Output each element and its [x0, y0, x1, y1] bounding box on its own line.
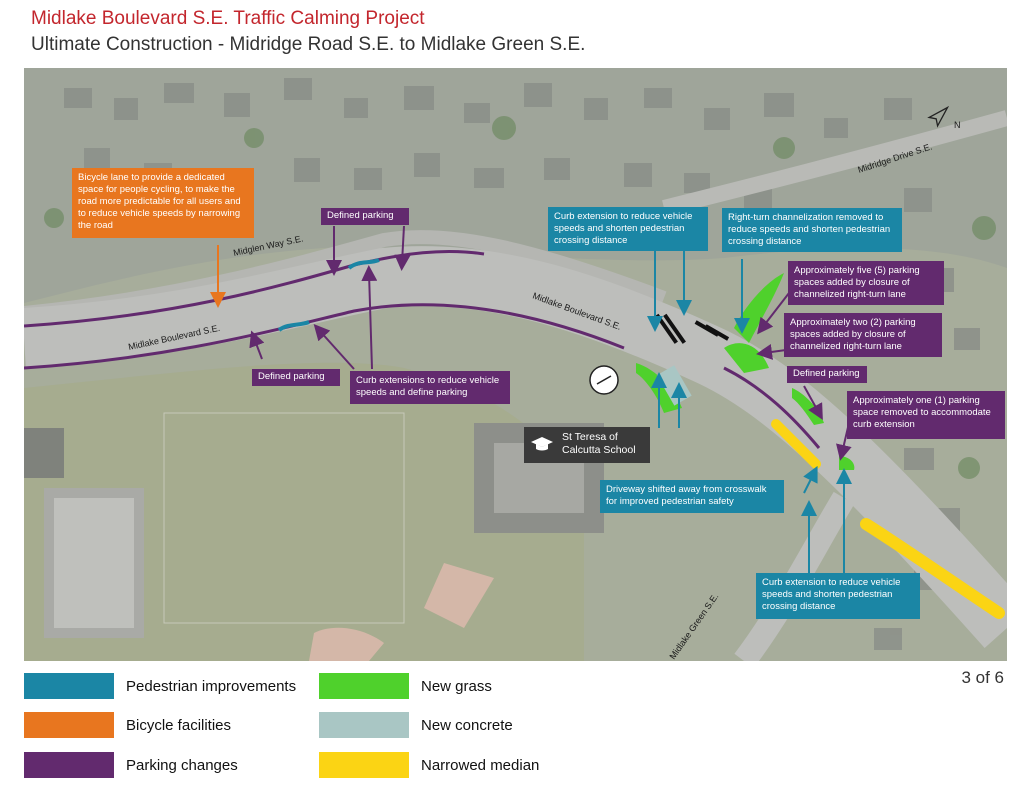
legend-label-concrete: New concrete: [421, 716, 513, 734]
callout-one-parking: Approximately one (1) parking space remo…: [847, 391, 1005, 439]
legend-label-bicycle: Bicycle facilities: [126, 716, 232, 734]
legend-median: Narrowed median: [319, 752, 539, 778]
legend-swatch-concrete: [319, 712, 409, 738]
callout-curb-ext-parking: Curb extensions to reduce vehicle speeds…: [350, 371, 510, 404]
school-label: St Teresa of Calcutta School: [562, 431, 636, 456]
aerial-map[interactable]: N Midglen Way S.E. Midlake Boulevard S.E…: [24, 68, 1007, 661]
legend-pedestrian: Pedestrian improvements: [24, 673, 296, 699]
legend-label-parking: Parking changes: [126, 756, 238, 774]
callout-defined-parking-right: Defined parking: [787, 366, 867, 383]
page-indicator: 3 of 6: [961, 668, 1004, 687]
legend-parking: Parking changes: [24, 752, 238, 778]
legend-label-median: Narrowed median: [421, 756, 540, 774]
legend-swatch-pedestrian: [24, 673, 114, 699]
legend-swatch-parking: [24, 752, 114, 778]
callout-five-parking: Approximately five (5) parking spaces ad…: [788, 261, 944, 305]
callout-bicycle-lane: Bicycle lane to provide a dedicated spac…: [72, 168, 254, 238]
legend-grass: New grass: [319, 673, 492, 699]
callout-curb-ext-ped-top: Curb extension to reduce vehicle speeds …: [548, 207, 708, 251]
legend-swatch-median: [319, 752, 409, 778]
legend-bicycle: Bicycle facilities: [24, 712, 231, 738]
legend-concrete: New concrete: [319, 712, 513, 738]
legend-label-grass: New grass: [421, 677, 492, 695]
callout-driveway: Driveway shifted away from crosswalk for…: [600, 480, 784, 513]
callout-defined-parking-left: Defined parking: [252, 369, 340, 386]
legend-swatch-bicycle: [24, 712, 114, 738]
page-subtitle: Ultimate Construction - Midridge Road S.…: [31, 34, 586, 55]
callout-defined-parking-top: Defined parking: [321, 208, 409, 225]
legend-label-pedestrian: Pedestrian improvements: [126, 677, 297, 695]
school-cap-icon: [531, 437, 553, 451]
legend-swatch-grass: [319, 673, 409, 699]
callout-right-turn: Right-turn channelization removed to red…: [722, 208, 902, 252]
callout-curb-ext-ped-bottom: Curb extension to reduce vehicle speeds …: [756, 573, 920, 619]
page-title: Midlake Boulevard S.E. Traffic Calming P…: [31, 8, 425, 29]
callout-two-parking: Approximately two (2) parking spaces add…: [784, 313, 942, 357]
